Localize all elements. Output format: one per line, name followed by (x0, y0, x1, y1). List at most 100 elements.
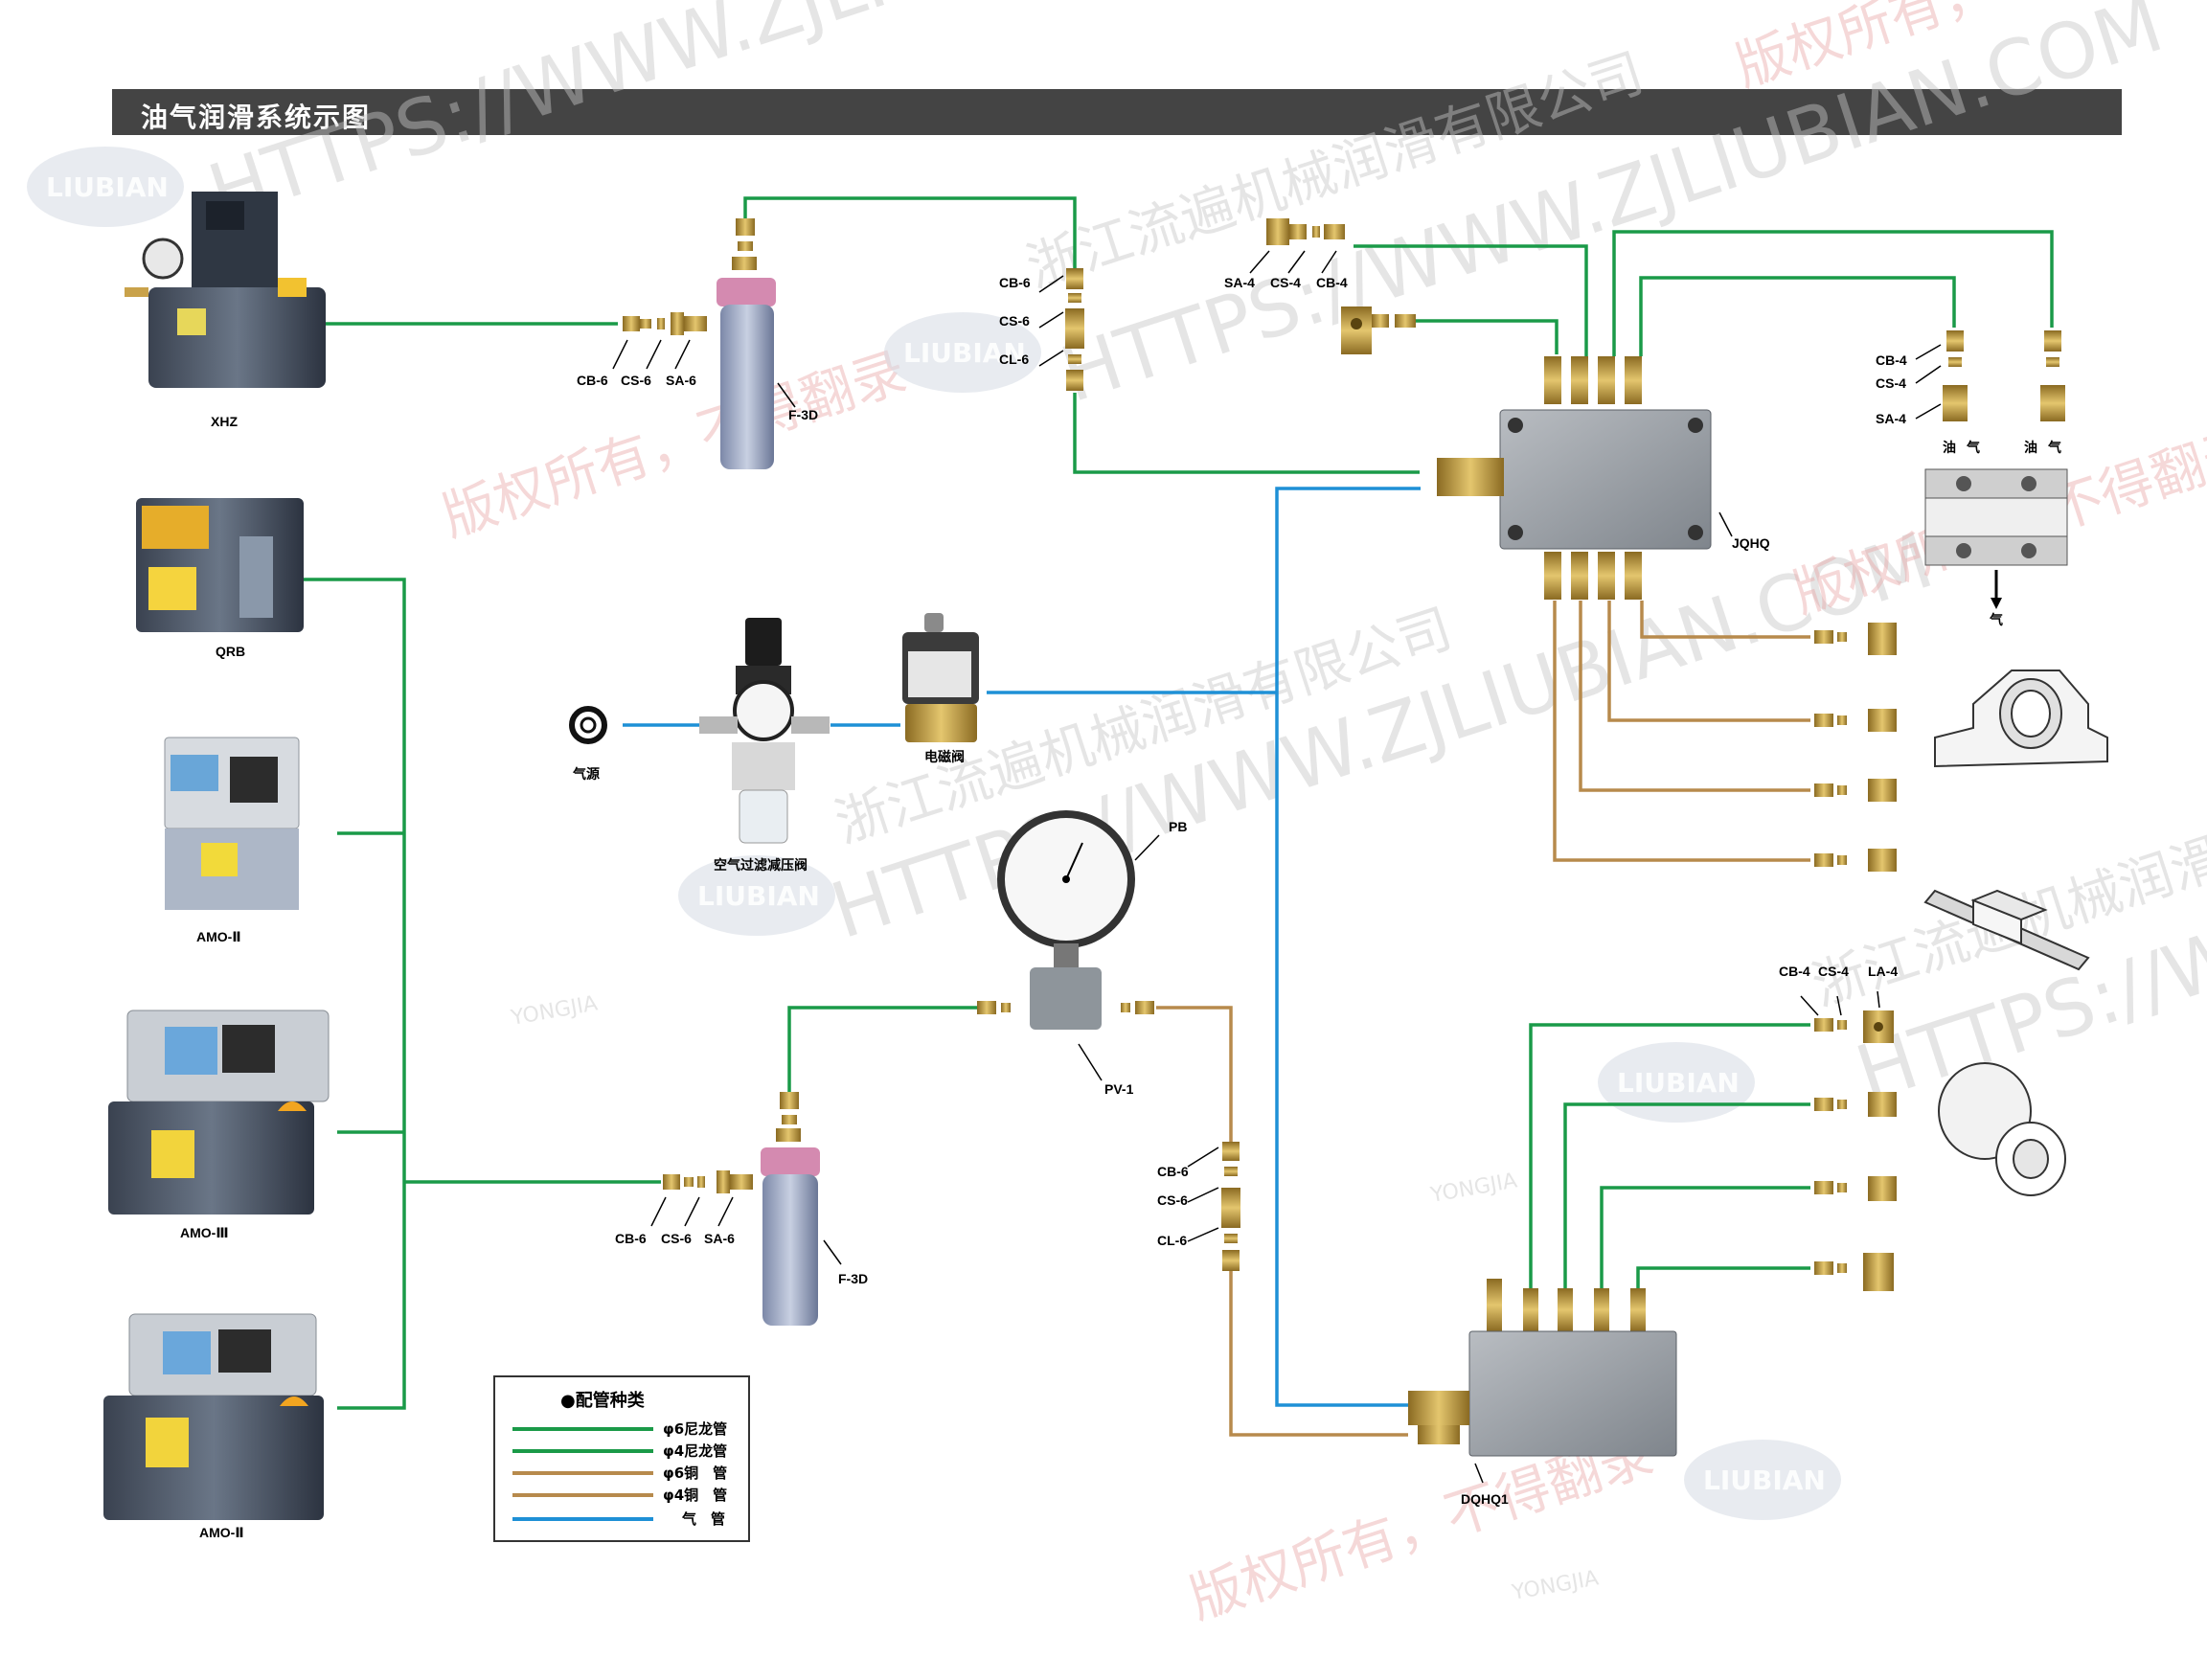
outlet-fittings-lower (1814, 1092, 1897, 1291)
fitting-sa6-upper (671, 312, 707, 335)
label-sa6-lower: SA-6 (704, 1231, 735, 1246)
air-pipe (1275, 487, 1421, 1407)
green-pipe (297, 578, 406, 1410)
label-gas-right: 气 (2047, 440, 2061, 455)
legend-item-1: φ6尼龙管 (663, 1420, 727, 1438)
label-amo2-bottom: AMO-Ⅱ (199, 1525, 244, 1540)
pump-unit-amo2-top (164, 737, 300, 910)
manifold-jqhq (1437, 356, 1712, 600)
fitting-stack-lower (1221, 1142, 1240, 1271)
air-source-icon (569, 706, 607, 744)
spindle-section: 油 气 油 气 气 (1924, 440, 2068, 627)
green-pipe (743, 196, 1077, 268)
liubian-logo-mark: LIUBIAN (1684, 1440, 1841, 1520)
copper-pipe (1156, 1006, 1233, 1149)
legend-title: ●配管种类 (560, 1390, 646, 1411)
green-pipe (787, 1006, 977, 1092)
fitting-group-sa4-top (1266, 218, 1345, 245)
green-pipe (1563, 1102, 1810, 1288)
liubian-logo-mark: LIUBIAN (884, 312, 1041, 393)
fitting-group-la4 (1814, 1010, 1894, 1043)
label-oil-right: 油 (2024, 440, 2037, 455)
legend-item-4: φ4铜 管 (663, 1487, 727, 1504)
watermark-brand2: YONGJIA (1510, 1566, 1601, 1605)
fitting-cs6-upper (657, 318, 665, 329)
watermark-brand: LIUBIAN (697, 880, 820, 912)
copper-pipe (1607, 601, 1810, 722)
label-cb4-top: CB-4 (1316, 275, 1348, 290)
elbow-fitting-upper (1341, 306, 1416, 354)
copper-pipe (1229, 1269, 1408, 1437)
label-sa6-upper: SA-6 (666, 373, 696, 388)
filter-f3d-lower (761, 1092, 820, 1326)
pressure-gauge-pb (977, 810, 1154, 1030)
label-cb6-stack-lower: CB-6 (1157, 1164, 1189, 1179)
pump-unit-qrb (136, 498, 304, 632)
label-jqhq: JQHQ (1732, 535, 1770, 551)
label-amo2-top: AMO-Ⅱ (196, 929, 241, 944)
copper-pipe (1579, 601, 1810, 792)
label-sa4-right: SA-4 (1876, 411, 1906, 426)
label-cb4-lower: CB-4 (1779, 964, 1810, 979)
label-la4: LA-4 (1868, 964, 1898, 979)
label-cs6-lower: CS-6 (661, 1231, 692, 1246)
watermark-brand: LIUBIAN (1703, 1464, 1826, 1496)
label-cb6-lower: CB-6 (615, 1231, 647, 1246)
label-cs6-stack-upper: CS-6 (999, 313, 1030, 329)
label-cl6-stack-lower: CL-6 (1157, 1233, 1187, 1248)
green-pipe (1612, 230, 2054, 356)
legend-item-3: φ6铜 管 (663, 1464, 727, 1482)
pipe-network (297, 196, 2054, 1437)
green-pipe (1529, 1023, 1810, 1288)
roller-cylinder (1938, 1062, 2066, 1196)
label-cb4-right: CB-4 (1876, 352, 1907, 368)
label-air-source: 气源 (572, 766, 600, 782)
pump-unit-amo3 (108, 1010, 330, 1215)
watermark-brand: LIUBIAN (46, 171, 169, 203)
pump-unit-xhz (125, 192, 326, 388)
outlet-fittings-upper (1814, 623, 1897, 872)
watermark-site: HTTPS://WWW.ZJLIUBIAN.COM (821, 515, 1943, 956)
liubian-logo-mark: LIUBIAN (1598, 1042, 1755, 1123)
filter-f3d-upper (717, 218, 776, 469)
label-gas-out: 气 (1989, 612, 2003, 627)
label-oil-left: 油 (1943, 440, 1956, 455)
watermark-brand: LIUBIAN (903, 337, 1026, 369)
watermark-brand: LIUBIAN (1617, 1067, 1740, 1099)
label-qrb: QRB (216, 644, 245, 659)
label-pb: PB (1169, 819, 1187, 834)
label-dqhq1: DQHQ1 (1461, 1491, 1509, 1507)
label-xhz: XHZ (211, 414, 238, 429)
pump-unit-amo2-bottom (103, 1313, 324, 1520)
label-gas-left: 气 (1966, 440, 1980, 455)
watermark-brand2: YONGJIA (509, 991, 600, 1031)
fitting-stack-upper (1065, 268, 1084, 391)
green-pipe (1073, 393, 1420, 474)
label-amo3: AMO-Ⅲ (180, 1225, 229, 1240)
label-cs4-top: CS-4 (1270, 275, 1301, 290)
manifold-dqhq1 (1408, 1279, 1677, 1457)
fitting-group-lower (663, 1170, 753, 1193)
label-f3d-upper: F-3D (788, 407, 818, 422)
fitting-stack-right (1943, 330, 2065, 421)
label-cs4-right: CS-4 (1876, 375, 1906, 391)
green-pipe (1416, 319, 1559, 354)
label-cb6-stack-upper: CB-6 (999, 275, 1031, 290)
copper-pipe (1553, 601, 1810, 862)
watermark-layer: HTTPS://WWW.ZJLIUBIAN.COM HTTPS://WWW.ZJ… (27, 0, 2207, 1631)
watermark-brand2: YONGJIA (1428, 1169, 1519, 1208)
air-filter-regulator (699, 618, 830, 844)
pillow-block-bearing (1934, 670, 2108, 768)
legend-item-2: φ4尼龙管 (663, 1442, 727, 1460)
copper-pipe (1640, 601, 1810, 639)
green-pipe (1639, 276, 1956, 356)
green-pipe (1354, 244, 1588, 356)
header-bar: 油气润滑系统示图 (112, 89, 2122, 135)
label-cs6-upper: CS-6 (621, 373, 651, 388)
legend-item-5: 气 管 (681, 1510, 725, 1528)
label-pv1: PV-1 (1104, 1081, 1134, 1097)
label-cb6-upper: CB-6 (577, 373, 608, 388)
label-air-filter: 空气过滤减压阀 (714, 857, 808, 873)
label-sa4-top: SA-4 (1224, 275, 1255, 290)
